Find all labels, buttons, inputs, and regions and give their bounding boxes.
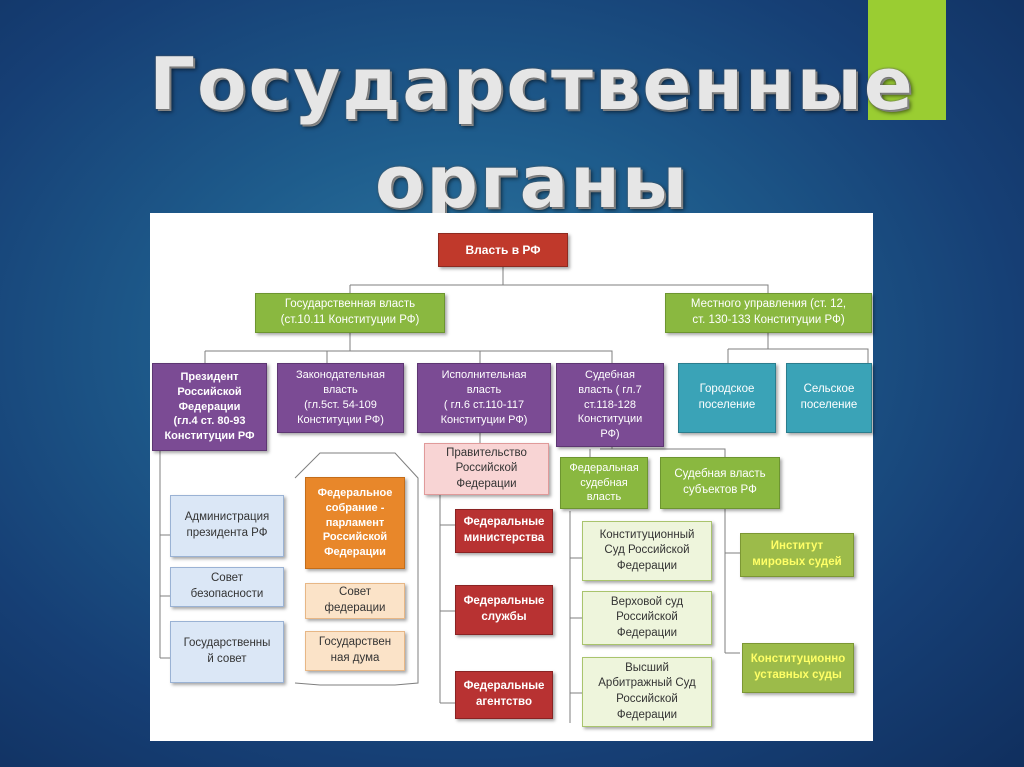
rural-settlement-box: Сельское поселение	[786, 363, 872, 433]
state-power-box: Государственная власть (ст.10.11 Констит…	[255, 293, 445, 333]
root-box: Власть в РФ	[438, 233, 568, 267]
federal-ministries-box: Федеральные министерства	[455, 509, 553, 553]
presidential-administration-box: Администрация президента РФ	[170, 495, 284, 557]
supreme-court-box: Верховой суд Российской Федерации	[582, 591, 712, 645]
president-box: Президент Российской Федерации (гл.4 ст.…	[152, 363, 267, 451]
local-government-box: Местного управления (ст. 12, ст. 130-133…	[665, 293, 872, 333]
connector-lines	[159, 267, 869, 723]
city-settlement-box: Городское поселение	[678, 363, 776, 433]
security-council-box: Совет безопасности	[170, 567, 284, 607]
federal-assembly-box: Федеральное собрание - парламент Российс…	[305, 477, 405, 569]
org-chart-panel: Власть в РФ Государственная власть (ст.1…	[150, 213, 873, 741]
state-duma-box: Государствен ная дума	[305, 631, 405, 671]
judicial-box: Судебная власть ( гл.7 ст.118-128 Консти…	[556, 363, 664, 447]
executive-box: Исполнительная власть ( гл.6 ст.110-117 …	[417, 363, 551, 433]
slide-title-line2: органы	[374, 140, 690, 224]
federal-agencies-box: Федеральные агентство	[455, 671, 553, 719]
federal-services-box: Федеральные службы	[455, 585, 553, 635]
legislative-box: Законодательная власть (гл.5ст. 54-109 К…	[277, 363, 404, 433]
federation-council-box: Совет федерации	[305, 583, 405, 619]
constitutional-court-box: Конституционный Суд Российской Федерации	[582, 521, 712, 581]
federal-judicial-box: Федеральная судебная власть	[560, 457, 648, 509]
justices-of-peace-box: Институт мировых судей	[740, 533, 854, 577]
regional-judicial-box: Судебная власть субъектов РФ	[660, 457, 780, 509]
arbitration-court-box: Высший Арбитражный Суд Российской Федера…	[582, 657, 712, 727]
charter-courts-box: Конституционно уставных суды	[742, 643, 854, 693]
government-box: Правительство Российской Федерации	[424, 443, 549, 495]
slide-title-line1: Государственные	[149, 42, 915, 126]
state-council-box: Государственны й совет	[170, 621, 284, 683]
accent-rectangle	[868, 0, 946, 120]
